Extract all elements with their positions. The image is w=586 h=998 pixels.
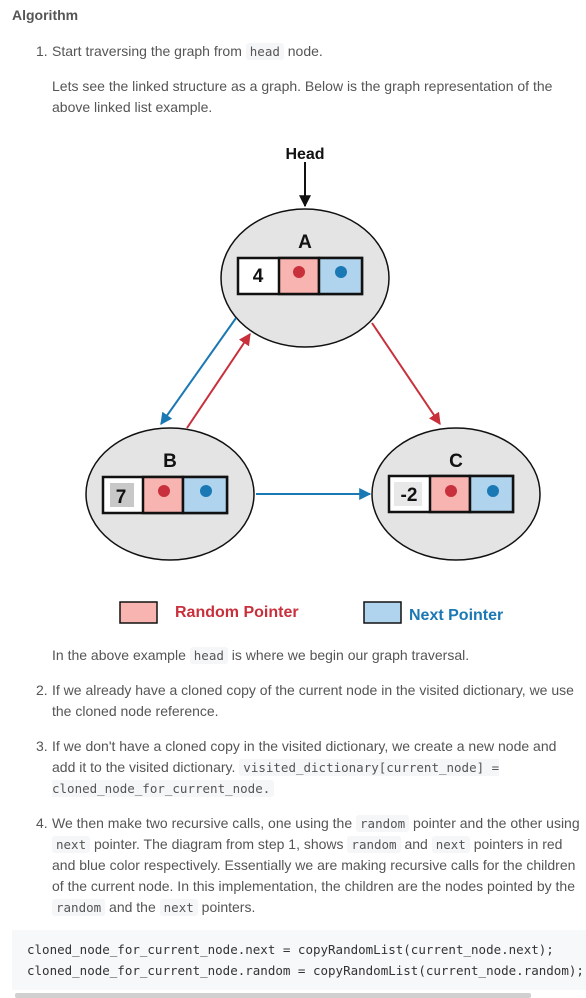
inline-code: random	[356, 815, 410, 832]
step-text: pointer. The diagram from step 1, shows	[90, 836, 348, 852]
step-text: node.	[283, 43, 323, 59]
step-number: 2.	[36, 682, 48, 698]
graph-diagram: Head A 4 B 7 C -2	[85, 146, 541, 624]
legend-random-label: Random Pointer	[175, 604, 299, 621]
para-text: In the above example	[52, 647, 190, 663]
step-text: If we already have a cloned copy of the …	[52, 682, 574, 719]
step-text: pointers.	[197, 899, 256, 915]
inline-code: next	[52, 836, 91, 853]
intro-paragraph: Lets see the linked structure as a graph…	[52, 78, 553, 115]
inline-code: head	[245, 43, 284, 60]
code-line: cloned_node_for_current_node.next = copy…	[27, 942, 554, 957]
legend-next-swatch	[363, 601, 402, 624]
section-heading: Algorithm	[12, 7, 79, 23]
inline-code: next	[159, 899, 198, 916]
node-label: C	[449, 451, 463, 472]
node-c: C -2	[371, 427, 541, 561]
code-line: cloned_node_for_current_node.random = co…	[27, 963, 584, 978]
step-text: Start traversing the graph from	[52, 43, 246, 59]
random-pointer-dot	[158, 485, 170, 497]
head-label: Head	[285, 146, 324, 163]
step-text: and	[400, 836, 432, 852]
next-pointer-dot	[335, 266, 347, 278]
step-text: We then make two recursive calls, one us…	[52, 815, 357, 831]
next-edge-a-b	[160, 317, 237, 425]
legend: Random Pointer Next Pointer	[119, 601, 503, 624]
node-label: B	[163, 451, 177, 472]
step-number: 3.	[36, 738, 48, 754]
code-block: cloned_node_for_current_node.next = copy…	[12, 930, 586, 990]
inline-code: next	[431, 836, 470, 853]
node-value: 7	[116, 487, 127, 508]
node-label: A	[298, 232, 312, 253]
step-number: 4.	[36, 815, 48, 831]
inline-code: random	[52, 899, 106, 916]
legend-next-label: Next Pointer	[409, 607, 503, 624]
random-edge-a-c	[371, 322, 441, 425]
random-pointer-dot	[445, 485, 457, 497]
legend-random-swatch	[119, 601, 158, 624]
para-text: is where we begin our graph traversal.	[227, 647, 470, 663]
node-b: B 7	[85, 427, 255, 561]
node-value: -2	[401, 485, 418, 506]
inline-code: head	[189, 647, 228, 664]
step-text: and the	[105, 899, 160, 915]
next-pointer-dot	[487, 485, 499, 497]
node-value: 4	[253, 266, 264, 287]
step-text: pointers in red and blue color respectiv…	[52, 836, 576, 894]
random-edge-b-a	[186, 333, 251, 429]
step-text: pointer and the other using	[409, 815, 580, 831]
step-2: 2. If we already have a cloned copy of t…	[36, 680, 580, 722]
inline-code: random	[347, 836, 401, 853]
step-3: 3. If we don't have a cloned copy in the…	[36, 736, 580, 799]
next-pointer-dot	[200, 485, 212, 497]
step-text: If we don't have a cloned copy in the vi…	[52, 738, 557, 775]
after-diagram-paragraph: In the above example head is where we be…	[52, 645, 580, 666]
node-a: A 4	[220, 208, 390, 348]
horizontal-scrollbar[interactable]	[15, 993, 531, 998]
step-1: 1. Start traversing the graph from head …	[36, 41, 580, 62]
step-number: 1.	[36, 43, 48, 59]
random-pointer-dot	[293, 266, 305, 278]
step-4: 4. We then make two recursive calls, one…	[36, 813, 580, 918]
